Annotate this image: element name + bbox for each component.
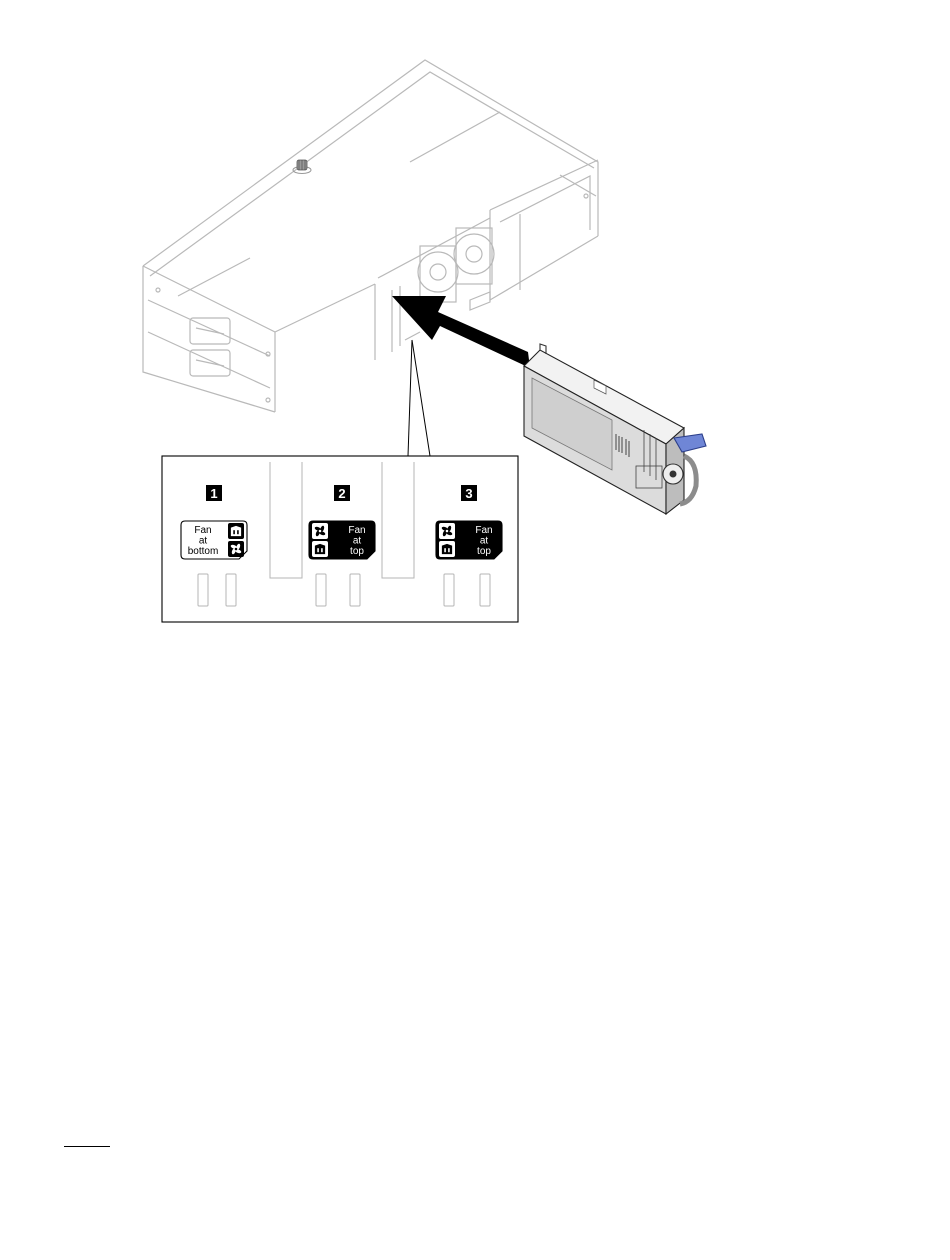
orientation-label-line: at bbox=[353, 536, 362, 547]
orientation-label-line: top bbox=[350, 546, 364, 557]
orientation-label-line: bottom bbox=[188, 546, 219, 557]
power-supply-unit bbox=[524, 344, 706, 514]
orientation-label-line: at bbox=[480, 536, 489, 547]
insert-arrow-icon bbox=[392, 296, 530, 368]
power-plug-icon bbox=[312, 541, 328, 557]
enclosure bbox=[143, 60, 598, 412]
callout-number-badge: 3 bbox=[461, 485, 477, 501]
orientation-label-line: at bbox=[199, 536, 208, 547]
callout-leaders bbox=[408, 340, 430, 456]
callout-number: 2 bbox=[338, 486, 345, 501]
orientation-label-line: Fan bbox=[348, 525, 365, 536]
power-plug-icon bbox=[439, 541, 455, 557]
thumbscrew bbox=[293, 160, 311, 174]
orientation-label-line: top bbox=[477, 546, 491, 557]
orientation-label-line: Fan bbox=[194, 525, 211, 536]
fan-icon bbox=[312, 523, 328, 539]
callout-number-badge: 1 bbox=[206, 485, 222, 501]
fan-icon bbox=[228, 541, 244, 557]
footer-rule bbox=[64, 1146, 110, 1147]
callout-number: 3 bbox=[465, 486, 472, 501]
callout-number-badge: 2 bbox=[334, 485, 350, 501]
power-plug-icon bbox=[228, 523, 244, 539]
orientation-label-line: Fan bbox=[475, 525, 492, 536]
callout-number: 1 bbox=[210, 486, 217, 501]
fan-icon bbox=[439, 523, 455, 539]
